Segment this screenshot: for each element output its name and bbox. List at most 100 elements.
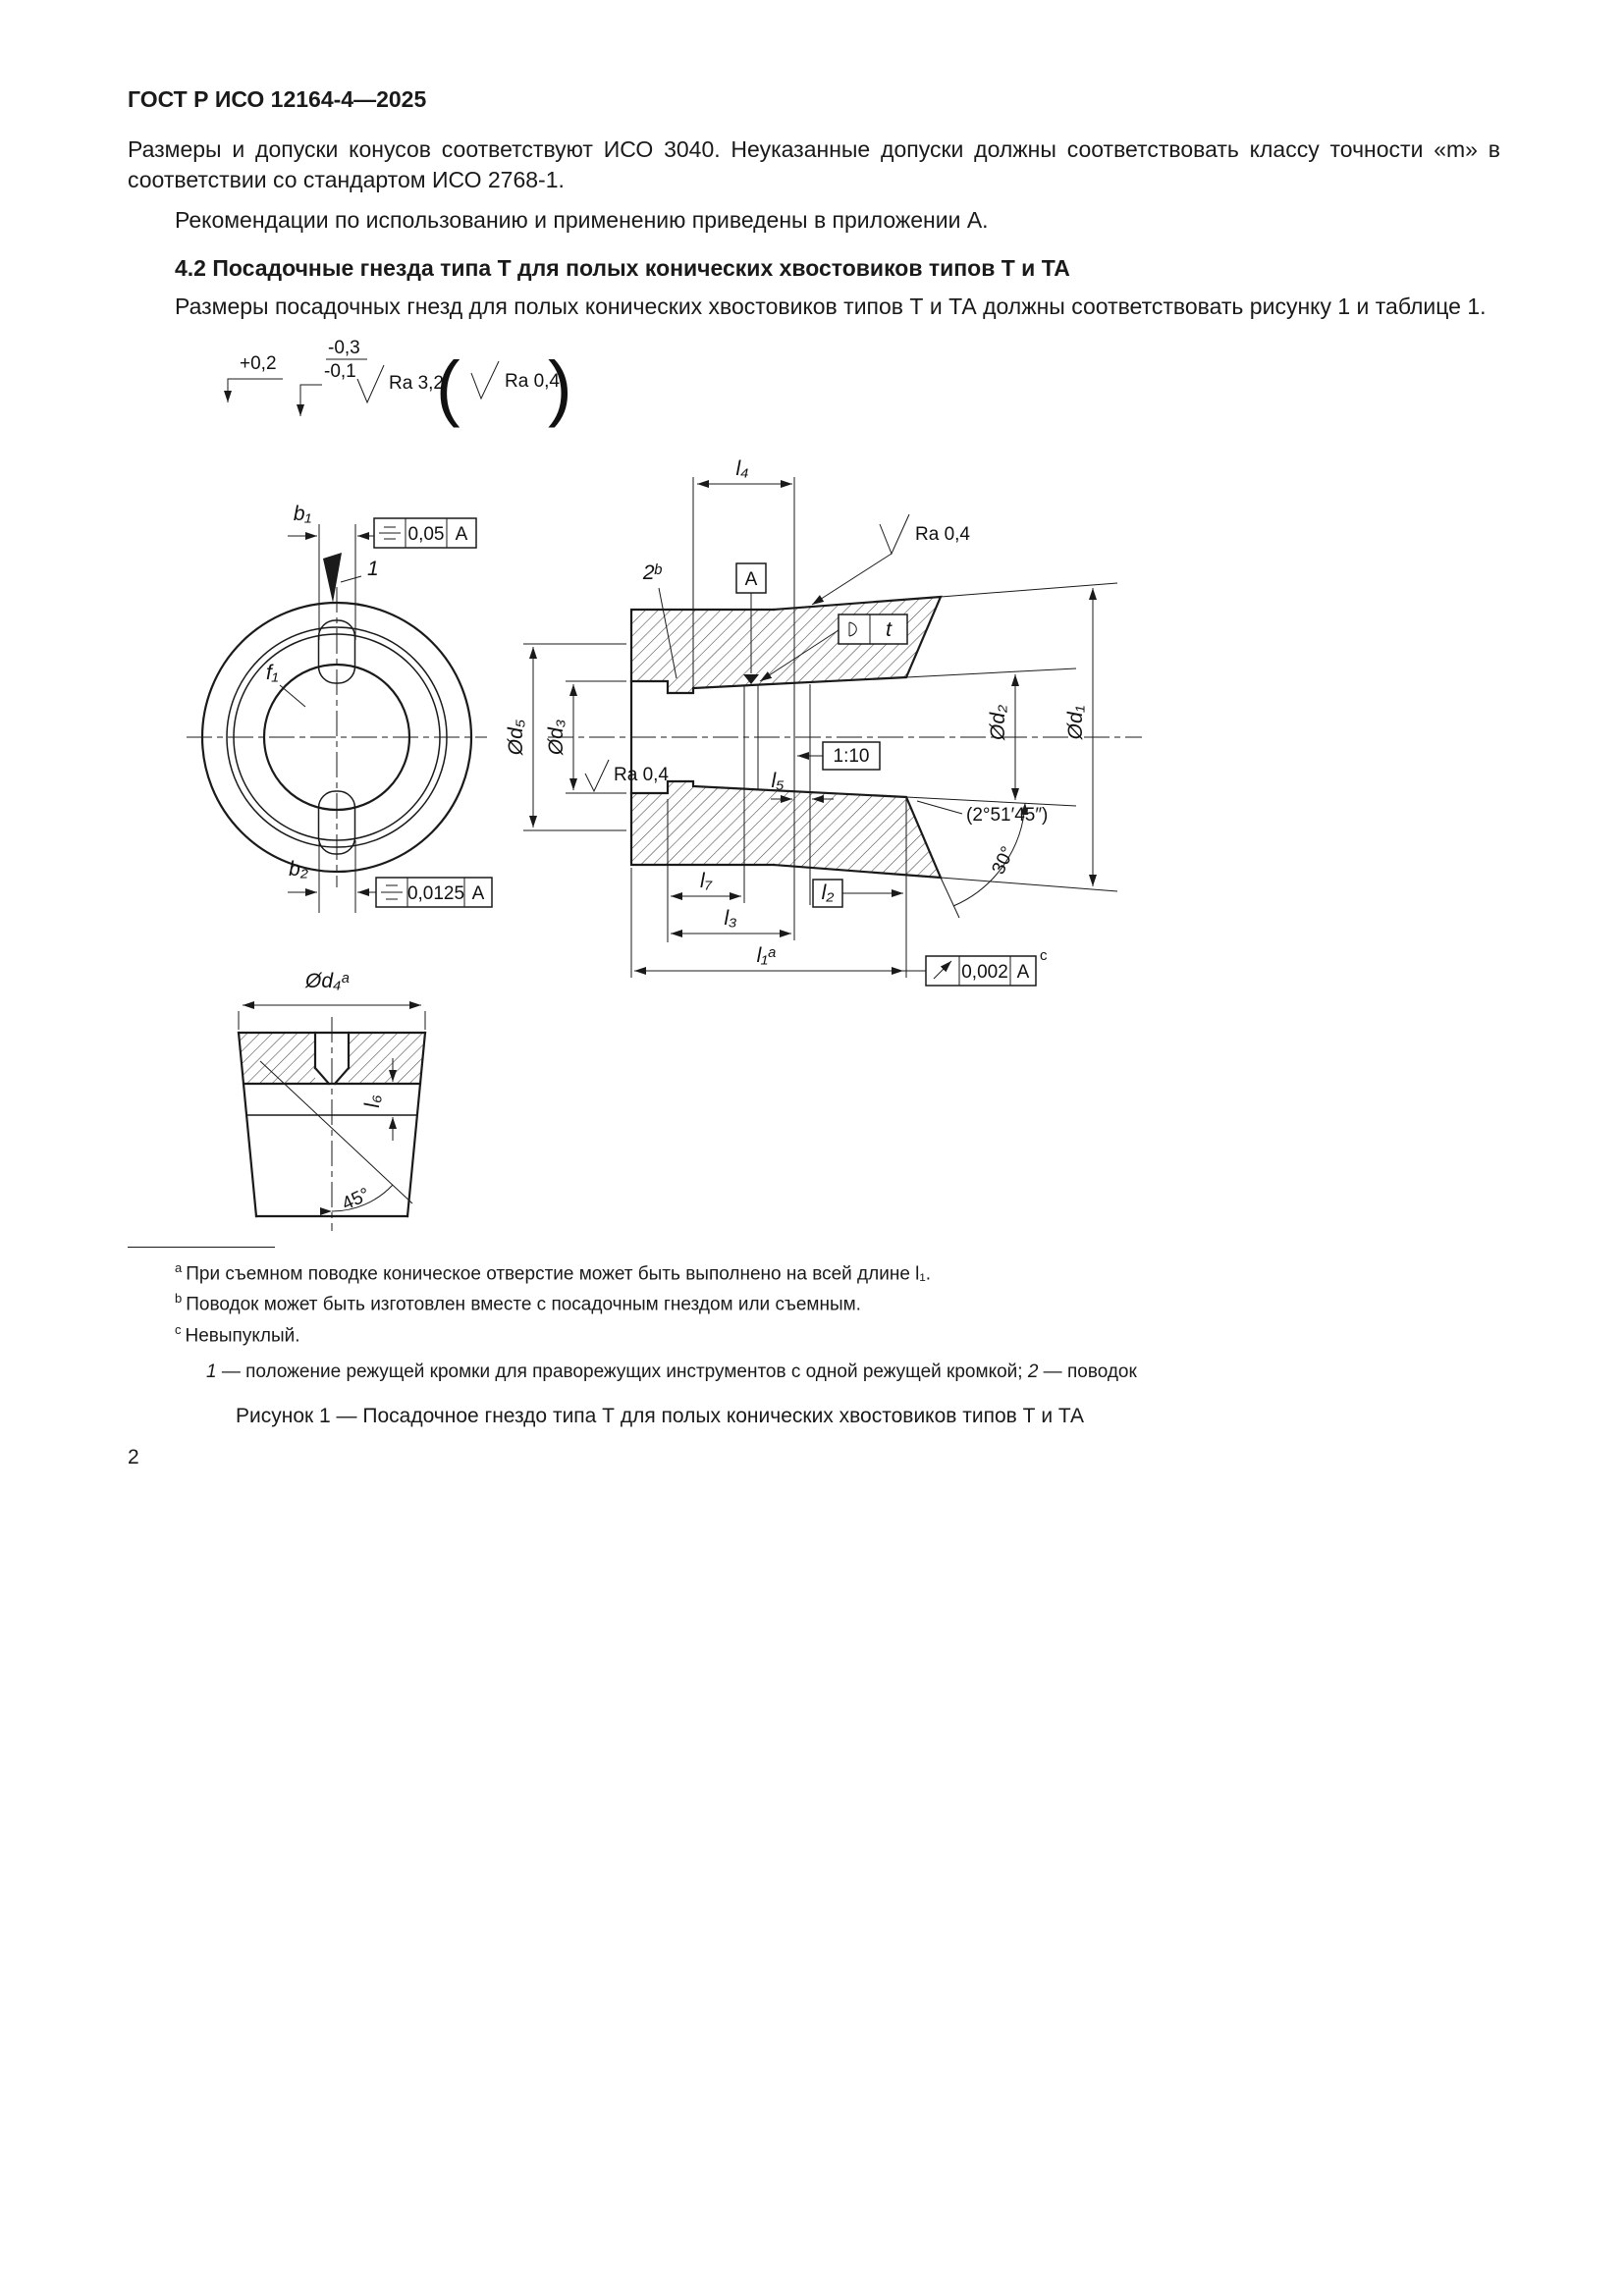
legend-item-2-text: — поводок (1038, 1361, 1137, 1382)
tolerance-plus: +0,2 (240, 353, 277, 374)
angle-line (259, 1060, 413, 1204)
footnote-b-marker: b (175, 1291, 183, 1307)
taper-ratio-frame (822, 741, 881, 771)
drive-slot-bottom (317, 790, 356, 855)
l2-frame (812, 879, 843, 908)
bore-profile-bottom (629, 779, 943, 880)
leader-line (916, 800, 963, 815)
ra-bore-label: Ra 0,4 (614, 765, 669, 785)
l2-label: l₂ (822, 881, 835, 904)
front-view: 1 f₁ b₁ 0,05 A (187, 503, 493, 913)
legend-item-1-number: 1 (206, 1361, 217, 1382)
footnote-divider (128, 1247, 275, 1248)
runout-datum: A (1017, 962, 1030, 983)
l1-label: l₁ᵃ (757, 944, 776, 967)
taper-angle-label: (2°51′45″) (966, 805, 1048, 826)
bore-profile-top (629, 595, 943, 695)
general-tolerance-callouts: +0,2 -0,3 -0,1 Ra 3,2 ( Ra 0,4 ) (224, 338, 572, 428)
ra-paren-label: Ra 0,4 (505, 371, 560, 392)
symmetry-icon (379, 526, 401, 540)
d5-label: Ød₅ (505, 719, 527, 756)
hatch-area (349, 1033, 425, 1084)
angle-30-label: 30° (988, 843, 1018, 878)
footnote-a-text: При съемном поводке коническое отверстие… (186, 1263, 932, 1285)
b2-datum-ref: A (472, 883, 485, 904)
ring-circle-outer (226, 626, 448, 848)
legend-item-2-number: 2 (1027, 1361, 1039, 1382)
cone-extension (940, 582, 1118, 598)
runout-icon (933, 960, 952, 980)
t-label: t (886, 618, 893, 641)
leader-line (224, 378, 283, 402)
surface-finish-icon (356, 364, 385, 404)
paragraph-recommendations: Рекомендации по использованию и применен… (175, 207, 989, 233)
d2-label: Ød₂ (987, 705, 1009, 741)
surface-finish-icon (584, 759, 610, 793)
slot-chamfer (333, 1066, 351, 1086)
section-view: Ød₅ Ød₃ l₄ Ra 0,4 2ᵇ A (505, 457, 1142, 987)
outer-circle (200, 601, 473, 874)
ring-circle-inner (233, 633, 441, 841)
cone-extension (940, 877, 1118, 892)
slot-depth-frame: t (759, 614, 908, 682)
leader-line (658, 587, 677, 679)
standard-number: ГОСТ Р ИСО 12164-4—2025 (128, 86, 427, 112)
figure-legend: 1 — положение режущей кромки для праворе… (206, 1362, 1500, 1383)
part-outline (629, 608, 776, 867)
runout-value: 0,002 (961, 962, 1008, 983)
b2-label: b₂ (289, 858, 308, 881)
footnote-c-marker: c (175, 1321, 182, 1337)
surface-finish-icon (879, 513, 910, 556)
pos-2-label: 2ᵇ (642, 561, 663, 584)
b2-tolerance-frame: 0,0125 A (375, 877, 493, 908)
chamfer-extension (940, 877, 960, 919)
d4-label: Ød₄ᵃ (304, 970, 349, 992)
b1-datum-ref: A (456, 524, 468, 545)
symmetry-icon (381, 884, 403, 900)
tolerance-minus-upper: -0,3 (328, 338, 360, 358)
leader-line (297, 384, 322, 416)
hatch-area (774, 790, 941, 878)
pos-1-label: 1 (367, 558, 379, 580)
bore-circle (262, 663, 411, 812)
taper-extension (905, 796, 1077, 807)
leader-line (811, 553, 893, 606)
l5-label: l₅ (771, 770, 785, 792)
hatch-area (239, 1033, 315, 1084)
leader-line (279, 684, 306, 708)
section-heading-4-2: 4.2 Посадочные гнезда типа Т для полых к… (175, 255, 1070, 281)
page-number: 2 (128, 1445, 139, 1468)
l7-label: l₇ (700, 870, 713, 892)
l6-label: l₆ (361, 1095, 384, 1108)
l4-label: l₄ (735, 457, 748, 480)
tolerance-minus-lower: -0,1 (324, 361, 356, 382)
taper-extension (905, 667, 1077, 678)
part-outline (406, 1031, 427, 1218)
legend-item-1-text: — положение режущей кромки для праворежу… (216, 1361, 1028, 1382)
cutting-edge-marker (323, 553, 342, 603)
paragraph-tolerances: Размеры и допуски конусов соответствуют … (128, 136, 1500, 192)
taper-ratio-label: 1:10 (834, 746, 870, 767)
b1-tolerance-value: 0,05 (408, 524, 445, 545)
paren-close: ) (548, 347, 572, 428)
paren-open: ( (436, 347, 460, 428)
runout-note: c (1040, 947, 1048, 964)
paragraph-socket-sizes: Размеры посадочных гнезд для полых конич… (175, 294, 1487, 319)
datum-a-frame (735, 562, 767, 594)
slot-chamfer (313, 1066, 331, 1086)
ra-main-label: Ra 3,2 (389, 373, 444, 394)
l3-label: l₃ (725, 907, 737, 930)
b1-tolerance-frame: 0,05 A (373, 517, 477, 549)
figure-caption: Рисунок 1 — Посадочное гнездо типа Т для… (236, 1404, 1085, 1427)
b2-tolerance-value: 0,0125 (407, 883, 464, 904)
f1-label: f₁ (266, 662, 279, 684)
footnote-b-text: Поводок может быть изготовлен вместе с п… (186, 1294, 861, 1315)
datum-a-label: A (745, 569, 758, 590)
d-shape-icon (848, 621, 857, 637)
ra-taper-label: Ra 0,4 (915, 524, 970, 545)
